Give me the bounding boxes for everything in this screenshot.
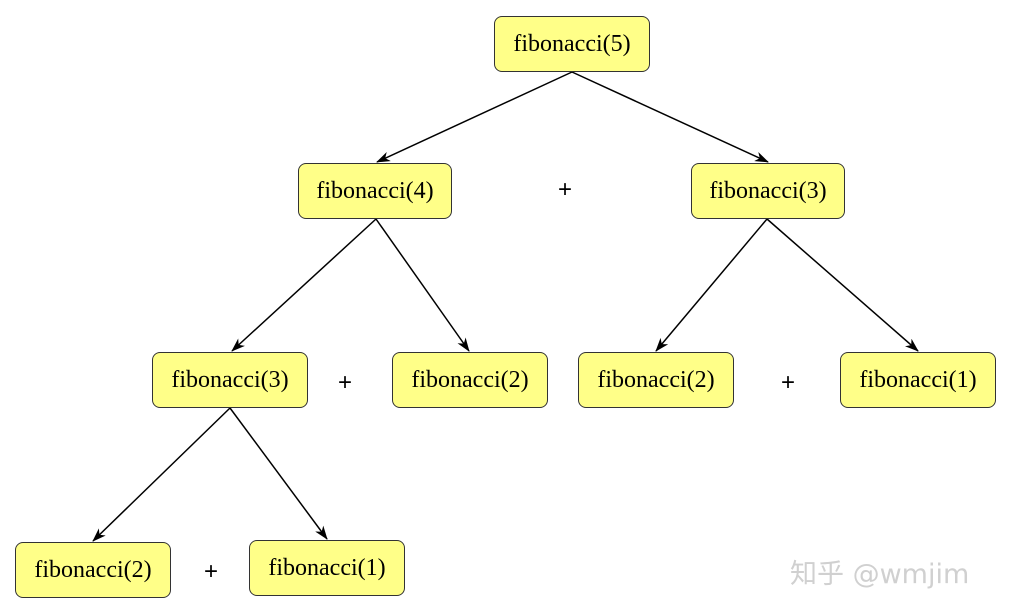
edge-fib3-fib2 [655, 218, 768, 352]
node-fibonacci-2-bottom: fibonacci(2) [15, 542, 171, 598]
node-fibonacci-5: fibonacci(5) [494, 16, 650, 72]
plus-operator-level1: + [558, 176, 573, 203]
node-fibonacci-2-mid-left: fibonacci(2) [392, 352, 548, 408]
node-fibonacci-3-right: fibonacci(3) [691, 163, 845, 219]
edge-fib5-fib3 [571, 71, 769, 163]
plus-operator-level2-right: + [781, 369, 796, 396]
node-fibonacci-2-mid-right: fibonacci(2) [578, 352, 734, 408]
edge-fib3-fib1-bottom [229, 407, 328, 540]
edge-fib4-fib2 [375, 218, 470, 352]
edge-fib4-fib3 [231, 218, 377, 352]
watermark-text: 知乎 @wmjim [790, 559, 970, 590]
node-fibonacci-3-left: fibonacci(3) [152, 352, 308, 408]
edge-fib5-fib4 [376, 71, 573, 163]
edge-fib3-fib1 [766, 218, 919, 352]
node-fibonacci-1-bottom: fibonacci(1) [249, 540, 405, 596]
edge-fib3-fib2-bottom [92, 407, 231, 542]
node-fibonacci-1-right: fibonacci(1) [840, 352, 996, 408]
plus-operator-level3: + [204, 558, 219, 585]
node-fibonacci-4: fibonacci(4) [298, 163, 452, 219]
plus-operator-level2-left: + [338, 369, 353, 396]
